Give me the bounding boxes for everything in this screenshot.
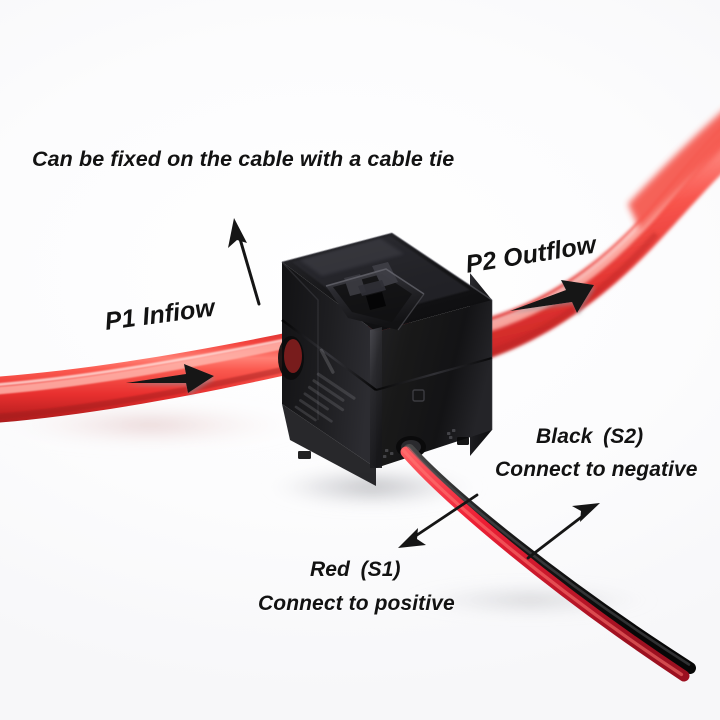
black-lead-pointer-arrow: [526, 503, 600, 560]
embossed-product-text: [294, 348, 356, 423]
cable-tie-note-label: Can be fixed on the cable with a cable t…: [32, 147, 455, 171]
top-mounting-clip: [325, 262, 425, 331]
cable-aperture-left: [278, 336, 304, 380]
p1-inflow-arrow: [126, 364, 214, 393]
cable-tie-pointer-arrow: [228, 218, 261, 306]
red-lead-pointer-arrow: [398, 493, 479, 548]
signal-lead-pair: [396, 436, 696, 682]
red-s1-note-label: Connect to positive: [258, 592, 455, 615]
split-core-ct-sensor: [278, 232, 493, 486]
red-s1-title-label: Red (S1): [310, 558, 401, 581]
black-s2-note-label: Connect to negative: [495, 458, 698, 481]
p2-outflow-arrow: [510, 280, 594, 313]
black-s2-title-label: Black (S2): [536, 425, 644, 448]
red-power-cable-left: [0, 330, 301, 423]
front-face-markings: [298, 389, 469, 459]
